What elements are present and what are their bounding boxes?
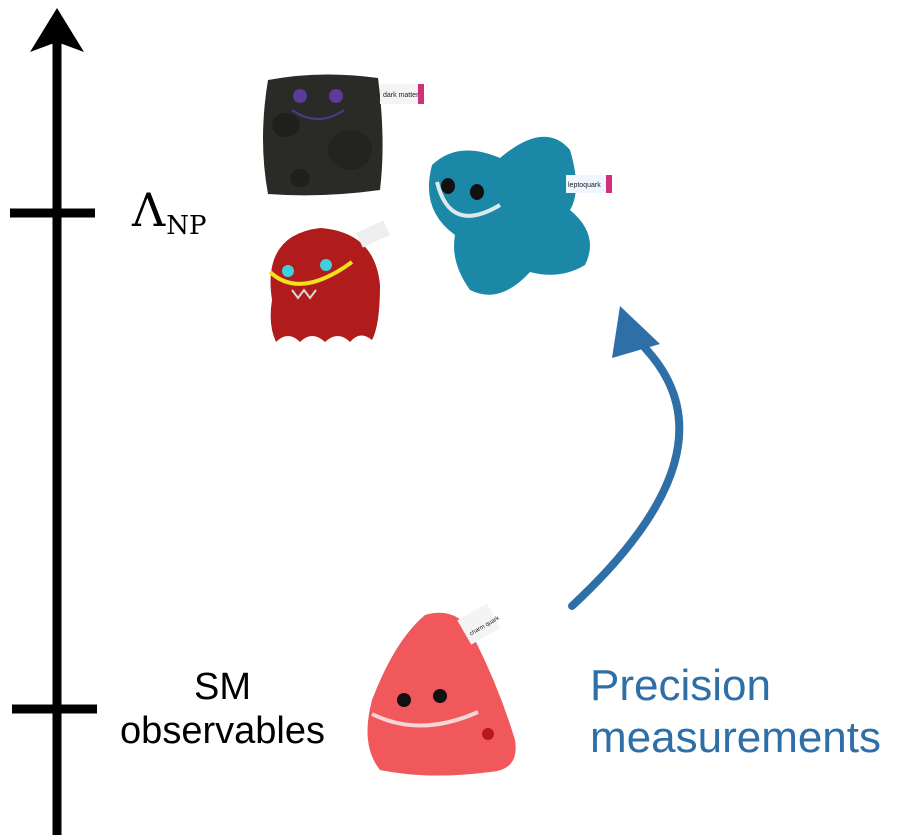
dark-matter-tag: [380, 84, 424, 104]
precision-label-line2: measurements: [590, 713, 882, 762]
charm-quark-tag: [457, 603, 501, 645]
dark-matter-plush: dark matter: [263, 74, 424, 196]
leptoquark-tag-text: leptoquark: [568, 182, 601, 189]
charm-quark-plush: charm quark: [367, 603, 516, 776]
np-scale-symbol: Λ: [132, 183, 166, 237]
leptoquark-plush: leptoquark: [428, 136, 612, 295]
precision-arrow: [568, 306, 684, 610]
precision-arrowhead: [612, 306, 660, 358]
sm-label-line2: observables: [120, 710, 325, 752]
precision-measurements-label: Precision measurements: [590, 660, 910, 764]
sm-label-line1: SM: [194, 666, 251, 708]
np-scale-label: ΛNP: [132, 185, 206, 251]
sm-observables-label: SM observables: [105, 665, 340, 753]
red-particle-plush: [268, 220, 390, 342]
np-scale-subscript: NP: [166, 211, 207, 241]
energy-axis: [10, 8, 97, 835]
leptoquark-tag: [566, 175, 612, 193]
dark-matter-tag-text: dark matter: [383, 92, 419, 99]
axis-arrowhead: [30, 8, 84, 52]
precision-label-line1: Precision: [590, 661, 771, 710]
